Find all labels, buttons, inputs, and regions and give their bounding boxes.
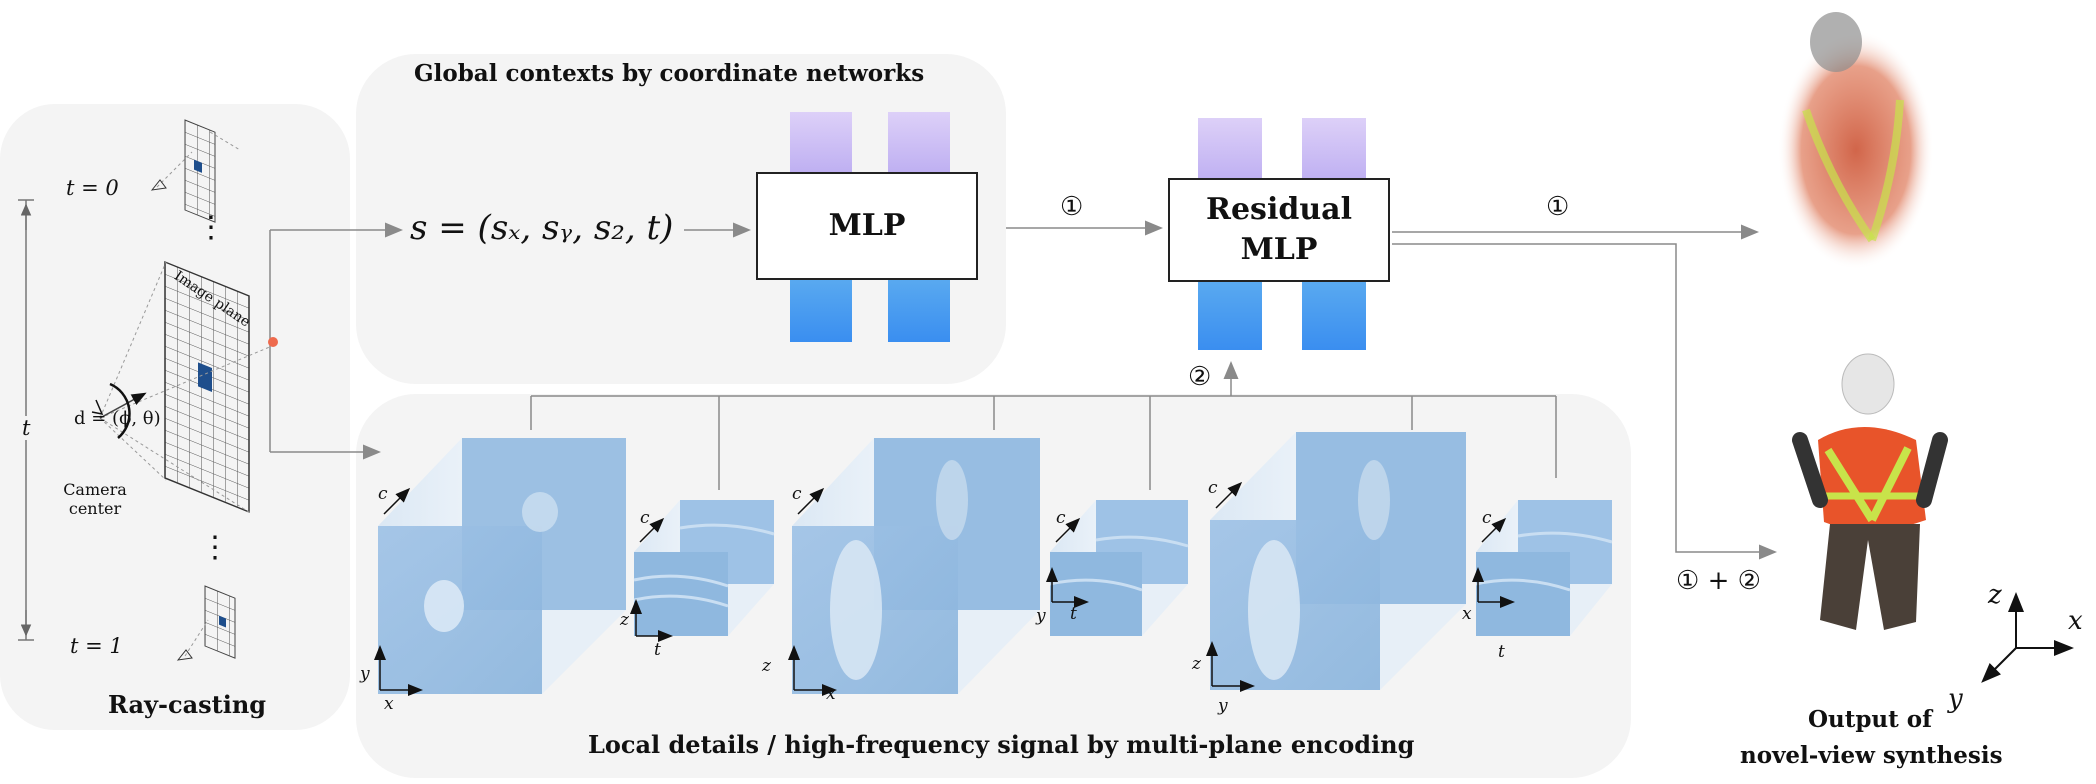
g3-small-x: x: [1462, 604, 1472, 624]
output-title-line1: Output of: [1807, 706, 1933, 733]
path-one-plus-two-label: ① + ②: [1676, 566, 1761, 596]
g1-big-c: c: [378, 484, 388, 504]
output-axis-z: z: [1988, 580, 2002, 610]
blurry-output-figure: [1778, 12, 1934, 270]
g1-big-x: x: [384, 694, 394, 714]
g3-big-c: c: [1208, 478, 1218, 498]
direction-label: d = (ϕ, θ): [74, 408, 161, 429]
sharp-output-figure: [1792, 353, 1948, 630]
camera-center-label: Camera center: [63, 480, 127, 518]
g1-small-c: c: [640, 508, 650, 528]
mlp-label: MLP: [828, 208, 906, 243]
mlp-input-bar-1: [790, 112, 852, 172]
residual-output-bar-1: [1198, 280, 1262, 350]
path-one-output-label: ①: [1546, 192, 1570, 222]
g3-big-z: z: [1192, 654, 1201, 674]
g2-small-t: t: [1070, 604, 1077, 624]
mlp-input-bar-2: [888, 112, 950, 172]
g1-small-z: z: [620, 610, 629, 630]
ellipsis-bottom: ⋮: [200, 530, 230, 565]
plane-group-1: [374, 438, 775, 696]
residual-input-bar-2: [1302, 118, 1366, 180]
residual-input-bar-1: [1198, 118, 1262, 180]
g2-small-y: y: [1036, 606, 1046, 626]
residual-mlp-box: Residual MLP: [1168, 178, 1390, 282]
plane-group-2: [788, 438, 1189, 696]
global-title: Global contexts by coordinate networks: [414, 60, 925, 87]
mlp-box: MLP: [756, 172, 978, 280]
raycasting-title: Ray-casting: [108, 690, 267, 719]
g3-small-c: c: [1482, 508, 1492, 528]
g2-small-c: c: [1056, 508, 1066, 528]
output-title-line2: novel-view synthesis: [1740, 742, 2003, 769]
coordinate-formula: s = (sₓ, sᵧ, s₂, t): [410, 208, 674, 248]
g2-big-z: z: [762, 656, 771, 676]
g1-small-t: t: [654, 640, 661, 660]
path-one-label: ①: [1060, 192, 1084, 222]
g3-big-y: y: [1218, 696, 1228, 716]
t-axis-label: t: [22, 416, 31, 440]
g1-big-y: y: [360, 664, 370, 684]
mlp-output-bar-1: [790, 278, 852, 342]
g3-small-t: t: [1498, 642, 1505, 662]
residual-output-bar-2: [1302, 280, 1366, 350]
path-two-label: ②: [1188, 362, 1212, 392]
plane-group-3: [1206, 432, 1613, 692]
mlp-output-bar-2: [888, 278, 950, 342]
g2-big-x: x: [826, 684, 836, 704]
residual-label-line2: MLP: [1240, 232, 1318, 267]
t0-label: t = 0: [66, 176, 119, 200]
t1-label: t = 1: [70, 634, 123, 658]
local-title: Local details / high-frequency signal by…: [588, 730, 1415, 759]
output-axis-y: y: [1948, 684, 1963, 714]
residual-label-line1: Residual: [1206, 192, 1352, 227]
ellipsis-top: ⋮: [196, 210, 226, 245]
g2-big-c: c: [792, 484, 802, 504]
output-axis-x: x: [2068, 606, 2083, 636]
